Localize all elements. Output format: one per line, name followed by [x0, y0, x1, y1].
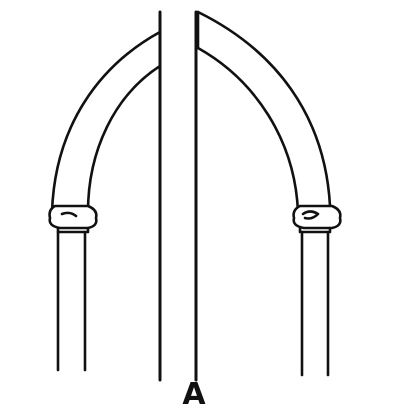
- right-arch-rib: [196, 10, 332, 214]
- left-capital-block: [48, 204, 98, 230]
- right-arch-inner-curve: [196, 46, 300, 214]
- figure-label: A: [182, 377, 206, 412]
- right-capital-scroll: [301, 210, 320, 220]
- left-capital-abacus: [56, 226, 90, 234]
- right-capital-abacus: [298, 226, 332, 234]
- right-capital-block: [292, 204, 342, 230]
- right-arch-outer-curve: [196, 10, 332, 208]
- left-arch-rib: [50, 30, 162, 214]
- left-column: [56, 230, 87, 372]
- right-column: [300, 230, 330, 377]
- central-post: [158, 10, 198, 382]
- left-capital-scroll: [60, 211, 78, 218]
- left-arch-outer-curve: [50, 30, 162, 214]
- left-capital: [48, 204, 98, 234]
- right-capital: [292, 204, 342, 234]
- left-arch-inner-curve: [86, 64, 162, 214]
